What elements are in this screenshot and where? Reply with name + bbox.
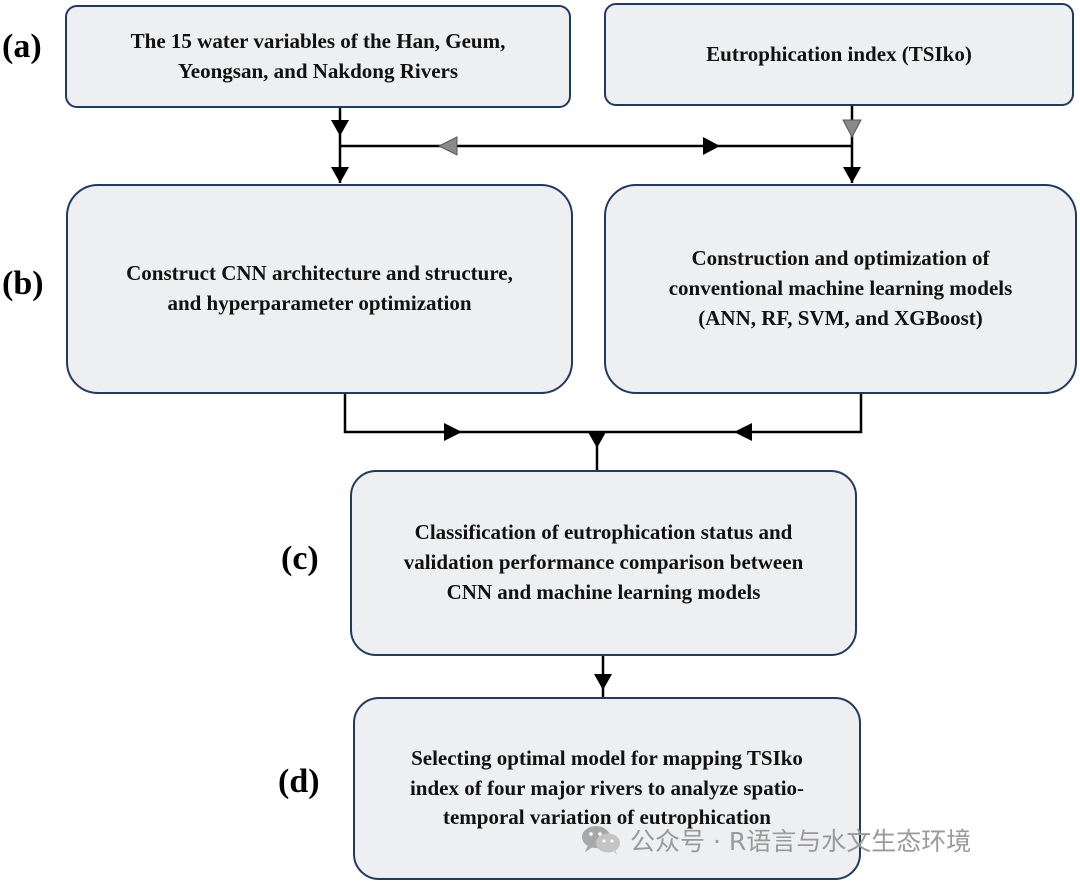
- arrowhead-merge-down: [588, 432, 606, 448]
- box-classification: Classification of eutrophication status …: [350, 470, 857, 656]
- wechat-icon: [582, 826, 620, 855]
- arrowhead-gray-left-cross: [437, 136, 458, 156]
- arrowhead-right-cross: [703, 137, 720, 155]
- arrowhead-down-left-lower: [331, 167, 349, 183]
- watermark: 公众号 · R语言与水文生态环境: [580, 820, 971, 860]
- arrowhead-merge-right: [444, 423, 462, 441]
- box-water-variables: The 15 water variables of the Han, Geum,…: [65, 5, 571, 108]
- label-d: (d): [278, 763, 320, 800]
- box-eutrophication-index: Eutrophication index (TSIko): [604, 3, 1074, 106]
- label-a: (a): [2, 28, 42, 65]
- box-optimal-model: Selecting optimal model for mapping TSIk…: [353, 697, 861, 880]
- box-cnn-construction: Construct CNN architecture and structure…: [66, 184, 573, 394]
- label-c: (c): [281, 540, 319, 577]
- connector-merge-b: [343, 393, 863, 434]
- label-b: (b): [2, 265, 44, 302]
- arrowhead-gray-down-right: [842, 119, 862, 139]
- arrowhead-down-to-d: [594, 674, 612, 690]
- arrowhead-merge-left: [734, 423, 752, 441]
- watermark-text: 公众号 · R语言与水文生态环境: [630, 827, 972, 856]
- box-ml-models: Construction and optimization of convent…: [604, 184, 1077, 394]
- arrowhead-down-right-lower: [843, 167, 861, 183]
- arrowhead-down-left-upper: [331, 120, 349, 136]
